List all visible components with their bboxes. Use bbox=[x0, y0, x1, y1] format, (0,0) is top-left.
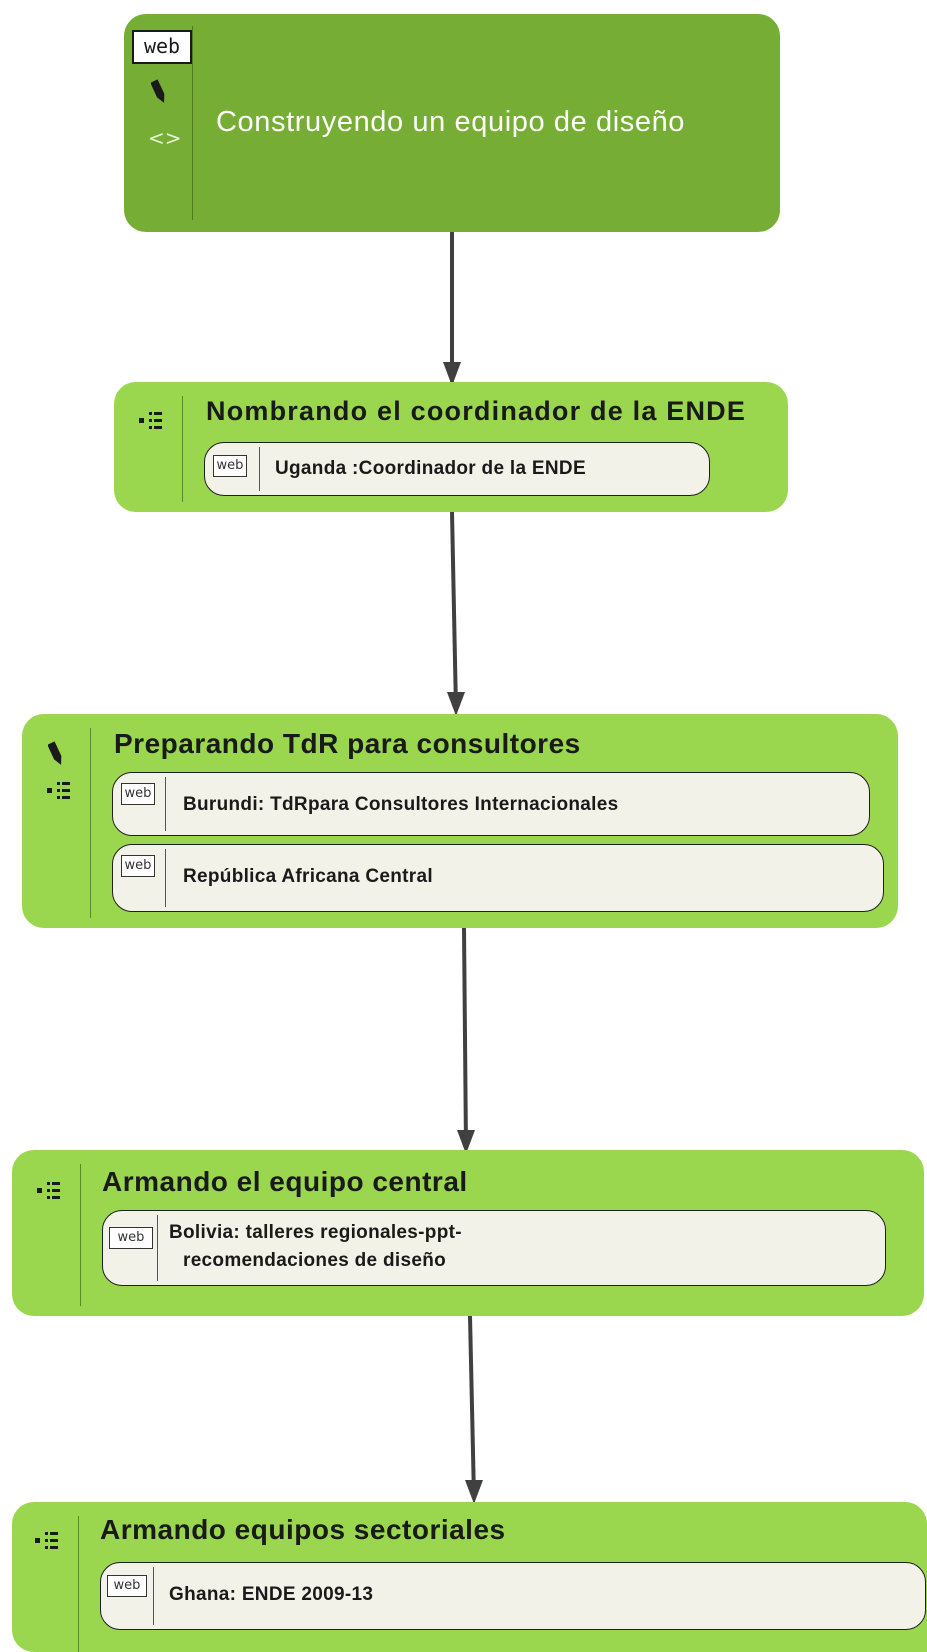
resource-label: Ghana: ENDE 2009-13 bbox=[169, 1584, 374, 1605]
web-resource-icon: web bbox=[121, 855, 155, 877]
edge-step1-to-step2 bbox=[450, 511, 458, 711]
outline-icon[interactable] bbox=[36, 1180, 62, 1202]
outline-icon[interactable] bbox=[34, 1530, 60, 1552]
outline-icon[interactable] bbox=[46, 780, 72, 802]
resource-divider bbox=[153, 1567, 154, 1625]
resource-label: Uganda :Coordinador de la ENDE bbox=[275, 458, 586, 479]
pencil-icon[interactable] bbox=[48, 740, 70, 768]
step-node-4[interactable]: Armando equipos sectoriales web Ghana: E… bbox=[12, 1502, 927, 1652]
root-icon-column-divider bbox=[192, 26, 193, 220]
step-node-3[interactable]: Armando el equipo central web Bolivia: t… bbox=[12, 1150, 924, 1316]
icon-column-divider bbox=[80, 1164, 81, 1306]
code-icon[interactable]: <> bbox=[148, 126, 182, 150]
root-title: Construyendo un equipo de diseño bbox=[216, 106, 686, 138]
web-resource-icon: web bbox=[107, 1575, 147, 1597]
resource-item[interactable]: web Uganda :Coordinador de la ENDE bbox=[204, 442, 710, 496]
step-title: Nombrando el coordinador de la ENDE bbox=[206, 396, 747, 426]
resource-label-line1: Bolivia: talleres regionales-ppt- bbox=[169, 1222, 462, 1243]
resource-item[interactable]: web Burundi: TdRpara Consultores Interna… bbox=[112, 772, 870, 836]
edge-step2-to-step3 bbox=[462, 927, 468, 1149]
web-resource-icon: web bbox=[121, 783, 155, 805]
arrowhead-1 bbox=[443, 362, 461, 386]
step-title: Armando equipos sectoriales bbox=[100, 1514, 506, 1545]
resource-label: República Africana Central bbox=[183, 866, 433, 887]
web-icon[interactable]: web bbox=[132, 30, 192, 64]
resource-divider bbox=[165, 849, 166, 907]
step-node-2[interactable]: Preparando TdR para consultores web Buru… bbox=[22, 714, 898, 928]
outline-icon[interactable] bbox=[138, 410, 164, 432]
arrowhead-3 bbox=[457, 1130, 475, 1154]
arrowhead-2 bbox=[447, 692, 465, 716]
resource-label-line2: recomendaciones de diseño bbox=[183, 1250, 447, 1271]
root-node[interactable]: web <> Construyendo un equipo de diseño bbox=[124, 14, 780, 232]
arrowhead-4 bbox=[465, 1480, 483, 1504]
resource-label: Burundi: TdRpara Consultores Internacion… bbox=[183, 794, 619, 815]
icon-column-divider bbox=[90, 728, 91, 918]
resource-divider bbox=[165, 777, 166, 831]
resource-item[interactable]: web República Africana Central bbox=[112, 844, 884, 912]
resource-item[interactable]: web Bolivia: talleres regionales-ppt- re… bbox=[102, 1210, 886, 1286]
icon-column-divider bbox=[78, 1516, 79, 1652]
resource-divider bbox=[157, 1215, 158, 1281]
pencil-icon[interactable] bbox=[151, 78, 173, 106]
step-title: Armando el equipo central bbox=[102, 1166, 468, 1197]
resource-divider bbox=[259, 447, 260, 491]
web-resource-icon: web bbox=[109, 1227, 153, 1249]
step-node-1[interactable]: Nombrando el coordinador de la ENDE web … bbox=[114, 382, 788, 512]
web-resource-icon: web bbox=[213, 455, 247, 477]
icon-column-divider bbox=[182, 396, 183, 502]
resource-item[interactable]: web Ghana: ENDE 2009-13 bbox=[100, 1562, 926, 1630]
step-title: Preparando TdR para consultores bbox=[114, 728, 581, 759]
edge-step3-to-step4 bbox=[468, 1315, 476, 1499]
